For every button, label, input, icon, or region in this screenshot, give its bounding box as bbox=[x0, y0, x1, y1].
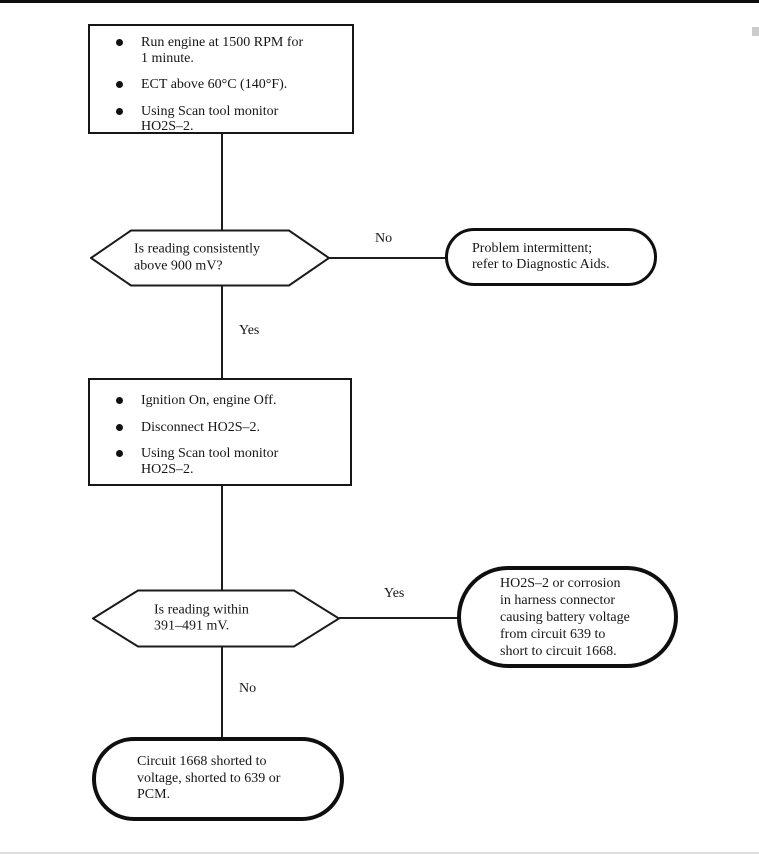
page-top-rule bbox=[0, 0, 759, 3]
step1-item-text: Run engine at 1500 RPM for 1 minute. bbox=[141, 35, 304, 66]
process-box-run-engine: Run engine at 1500 RPM for 1 minute. ECT… bbox=[88, 24, 354, 134]
terminal-problem-intermittent: Problem intermittent; refer to Diagnosti… bbox=[445, 228, 657, 286]
step2-item-text: Disconnect HO2S–2. bbox=[141, 419, 260, 435]
step1-item-text: ECT above 60°C (140°F). bbox=[141, 77, 288, 92]
step1-item-text: Using Scan tool monitor HO2S–2. bbox=[141, 103, 279, 135]
terminal3-line1: Circuit 1668 shorted to bbox=[137, 754, 267, 770]
bullet-icon bbox=[116, 450, 123, 457]
edge-label-yes-2: Yes bbox=[384, 586, 405, 601]
list-item: Using Scan tool monitor HO2S–2. bbox=[116, 446, 344, 477]
bullet-icon bbox=[116, 81, 123, 88]
edge-label-no-2: No bbox=[239, 681, 257, 696]
connector-decision2-to-terminal3 bbox=[221, 647, 223, 738]
decision-reading-within-range: Is reading within 391–491 mV. bbox=[92, 589, 340, 648]
terminal2-line4: from circuit 639 to bbox=[500, 626, 606, 642]
terminal2-line5: short to circuit 1668. bbox=[500, 643, 617, 659]
bullet-icon bbox=[116, 107, 123, 115]
list-item: Ignition On, engine Off. bbox=[116, 393, 344, 409]
terminal3-line3: PCM. bbox=[137, 787, 171, 803]
list-item: Run engine at 1500 RPM for 1 minute. bbox=[116, 35, 346, 66]
page-bottom-rule bbox=[0, 852, 759, 854]
connector-decision1-to-terminal1 bbox=[329, 257, 446, 259]
connector-step2-to-decision2 bbox=[221, 485, 223, 590]
decision2-text: Is reading within 391–491 mV. bbox=[154, 602, 249, 635]
terminal2-line3: causing battery voltage bbox=[500, 609, 630, 625]
connector-decision2-to-terminal2 bbox=[339, 617, 458, 619]
bullet-icon bbox=[116, 397, 123, 404]
terminal2-line1: HO2S–2 or corrosion bbox=[500, 575, 621, 591]
connector-decision1-to-step2 bbox=[221, 286, 223, 379]
list-item: Disconnect HO2S–2. bbox=[116, 420, 344, 436]
step2-item-text: Ignition On, engine Off. bbox=[141, 393, 277, 408]
step2-item-text: Using Scan tool monitor HO2S–2. bbox=[141, 446, 279, 477]
bullet-icon bbox=[116, 423, 123, 431]
terminal1-line2: refer to Diagnostic Aids. bbox=[472, 257, 610, 272]
edge-label-yes-1: Yes bbox=[239, 323, 260, 338]
terminal-ho2s-corrosion: HO2S–2 or corrosion in harness connector… bbox=[457, 566, 678, 668]
terminal1-line1: Problem intermittent; bbox=[472, 240, 593, 256]
list-item: ECT above 60°C (140°F). bbox=[116, 77, 346, 93]
bullet-icon bbox=[116, 39, 123, 46]
process-box-ignition-on: Ignition On, engine Off. Disconnect HO2S… bbox=[88, 378, 352, 486]
scan-edge-artifact bbox=[752, 27, 759, 36]
decision1-line1: Is reading consistently bbox=[134, 241, 260, 257]
connector-step1-to-decision1 bbox=[221, 133, 223, 230]
decision2-line2: 391–491 mV. bbox=[154, 618, 230, 634]
decision-reading-above-900mv: Is reading consistently above 900 mV? bbox=[90, 229, 330, 287]
decision1-line2: above 900 mV? bbox=[134, 258, 223, 273]
terminal2-line2: in harness connector bbox=[500, 592, 616, 608]
terminal3-line2: voltage, shorted to 639 or bbox=[137, 770, 281, 786]
terminal-circuit-1668-shorted: Circuit 1668 shorted to voltage, shorted… bbox=[92, 737, 344, 821]
decision2-line1: Is reading within bbox=[154, 602, 249, 617]
decision1-text: Is reading consistently above 900 mV? bbox=[134, 242, 260, 275]
step1-bullet-list: Run engine at 1500 RPM for 1 minute. ECT… bbox=[116, 35, 346, 135]
edge-label-no-1: No bbox=[375, 231, 393, 246]
step2-bullet-list: Ignition On, engine Off. Disconnect HO2S… bbox=[116, 393, 344, 477]
list-item: Using Scan tool monitor HO2S–2. bbox=[116, 104, 346, 135]
